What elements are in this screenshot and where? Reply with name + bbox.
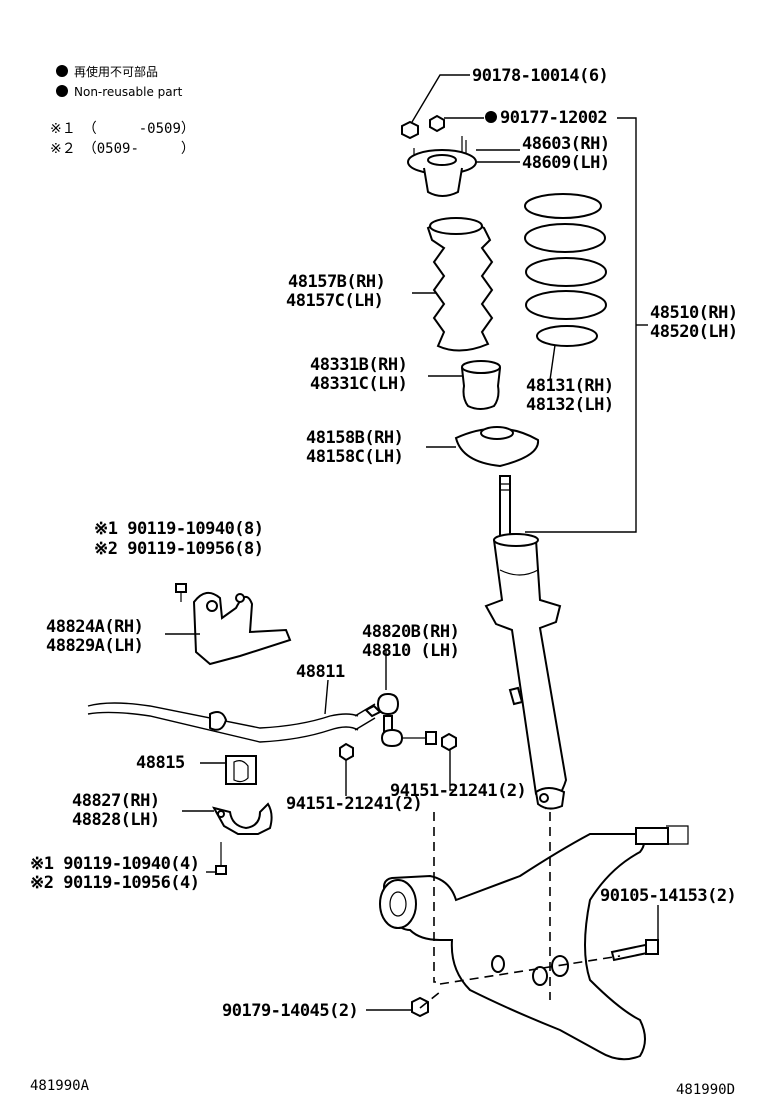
label-48828: 48828(LH) — [72, 810, 160, 830]
lower-control-arm — [379, 825, 689, 1061]
label-48157c: 48157C(LH) — [286, 291, 383, 311]
strut-mount — [407, 136, 520, 197]
label-48603: 48603(RH) — [522, 134, 610, 154]
label-48157b: 48157B(RH) — [288, 272, 385, 292]
non-reusable-dot-icon — [485, 111, 497, 123]
assembly-guide-lines — [419, 812, 621, 1009]
coil-spring — [524, 193, 607, 381]
label-48824a: 48824A(RH) — [46, 617, 143, 637]
legend-jp-label: 再使用不可部品 — [74, 64, 158, 79]
label-48811: 48811 — [296, 662, 345, 682]
label-48520: 48520(LH) — [650, 322, 738, 342]
spring-seat — [426, 426, 540, 468]
label-90105: 90105-14153(2) — [600, 886, 736, 906]
label-90119-upper-2: ※2 90119-10956(8) — [94, 539, 264, 559]
stabilizer-bracket — [165, 583, 292, 666]
legend-en-label: Non-reusable part — [74, 85, 183, 99]
mount-nut-90178 — [401, 74, 470, 140]
label-48810: 48810 (LH) — [362, 641, 459, 661]
label-90119-upper-1: ※1 90119-10940(8) — [94, 519, 264, 539]
label-90179: 90179-14045(2) — [222, 1001, 358, 1021]
non-reusable-dot-icon — [56, 65, 68, 77]
label-94151-left: 94151-21241(2) — [286, 794, 422, 814]
lower-mount-bolt — [610, 905, 659, 962]
label-48510: 48510(RH) — [650, 303, 738, 323]
stabilizer-bar — [87, 679, 376, 743]
label-48132: 48132(LH) — [526, 395, 614, 415]
label-48331b: 48331B(RH) — [310, 355, 407, 375]
legend: 再使用不可部品 Non-reusable part ※１ （ -0509） ※２… — [50, 64, 195, 157]
bump-boot — [412, 217, 494, 352]
label-48829a: 48829A(LH) — [46, 636, 143, 656]
bump-stopper — [428, 360, 502, 410]
label-48609: 48609(LH) — [522, 153, 610, 173]
link-nut-94151-b — [441, 732, 457, 791]
label-90178: 90178-10014(6) — [472, 66, 608, 86]
label-90119-lower-2: ※2 90119-10956(4) — [30, 873, 200, 893]
label-90119-lower-1: ※1 90119-10940(4) — [30, 854, 200, 874]
label-48815: 48815 — [136, 753, 185, 773]
label-48820b: 48820B(RH) — [362, 622, 459, 642]
footer-code-right: 481990D — [676, 1082, 735, 1098]
link-nut-94151-a — [339, 742, 354, 796]
stabilizer-link — [364, 650, 437, 748]
lower-mount-nut — [366, 996, 429, 1018]
footer-code-left: 481990A — [30, 1078, 90, 1094]
label-48158c: 48158C(LH) — [306, 447, 403, 467]
shock-absorber — [484, 475, 568, 810]
part-labels: 90178-10014(6) 90177-12002 48603(RH) 486… — [30, 66, 738, 1021]
label-48131: 48131(RH) — [526, 376, 614, 396]
stabilizer-bushing — [200, 755, 257, 785]
label-48827: 48827(RH) — [72, 791, 160, 811]
legend-note-2: ※２ （0509- ） — [50, 141, 195, 157]
label-48331c: 48331C(LH) — [310, 374, 407, 394]
label-48158b: 48158B(RH) — [306, 428, 403, 448]
strut-assembly-bracket — [525, 117, 648, 533]
label-94151-right: 94151-21241(2) — [390, 781, 526, 801]
legend-note-1: ※１ （ -0509） — [50, 121, 195, 137]
non-reusable-dot-icon — [56, 85, 68, 97]
label-90177: 90177-12002 — [500, 108, 607, 128]
bushing-bracket — [182, 802, 273, 875]
lock-nut-90177 — [429, 111, 497, 133]
